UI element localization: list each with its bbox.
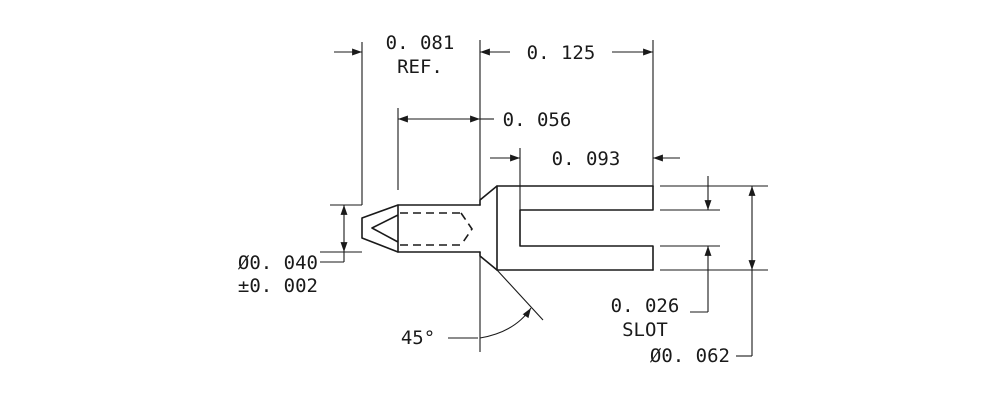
fork-length-label: 0. 125 (527, 42, 596, 64)
pin-outline (361, 204, 481, 253)
ref-label: REF. (397, 56, 443, 78)
part-outline (361, 185, 654, 271)
hidden-bore (400, 212, 461, 246)
slot-label: SLOT (622, 319, 668, 341)
slot-outline (519, 185, 654, 271)
head-diameter-label: Ø0. 062 (650, 345, 730, 367)
pin-tolerance-label: ±0. 002 (238, 275, 318, 297)
dimension-labels: 0. 081 REF. 0. 125 0. 056 0. 093 Ø0. 040… (238, 32, 730, 367)
slot-depth-label: 0. 093 (552, 148, 621, 170)
flange-outline-bottom (479, 251, 654, 271)
pin-diameter-label: Ø0. 040 (238, 252, 318, 274)
hidden-bore-tip (460, 212, 473, 246)
tip-cone-lines (371, 204, 399, 253)
ref-length-label: 0. 081 (386, 32, 455, 54)
slot-width-label: 0. 026 (611, 295, 680, 317)
flange-outline (479, 185, 654, 206)
dimension-lines (320, 48, 756, 357)
extension-lines (320, 40, 768, 352)
body-length-label: 0. 056 (503, 109, 572, 131)
chamfer-angle-label: 45° (401, 327, 435, 349)
